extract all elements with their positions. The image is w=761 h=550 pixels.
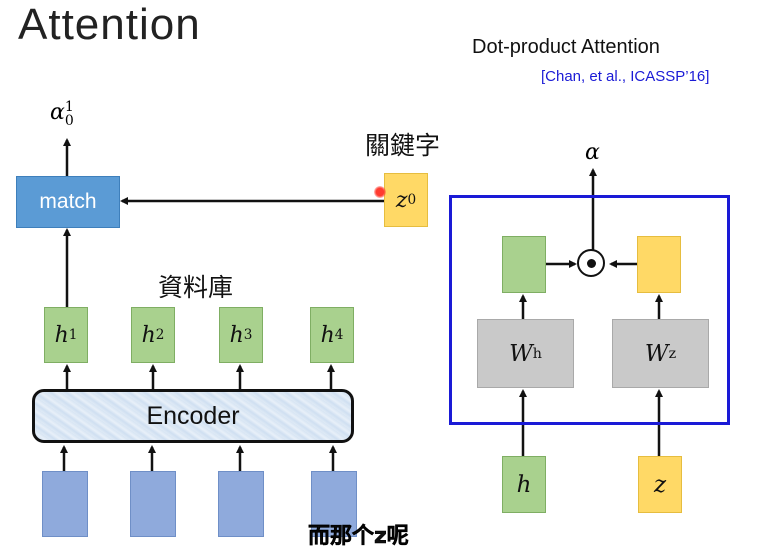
- dot-product-frame: [449, 195, 730, 425]
- video-caption: 而那个z呢: [308, 524, 409, 550]
- alpha-output-label: α 1 0: [50, 99, 74, 129]
- z-input-box: z: [638, 456, 682, 513]
- alpha-label: α: [585, 140, 600, 165]
- match-box: match: [16, 176, 120, 228]
- input-vector-1: [42, 471, 88, 537]
- input-vector-4: [311, 471, 357, 537]
- database-label: 資料庫: [158, 273, 234, 302]
- slide-title: Attention: [18, 0, 201, 49]
- projected-z-box: [637, 236, 681, 293]
- h-input-box: h: [502, 456, 546, 513]
- laser-pointer-icon: [374, 186, 386, 198]
- input-vector-2: [130, 471, 176, 537]
- encoder-block: Encoder: [32, 389, 354, 443]
- projected-h-box: [502, 236, 546, 293]
- citation: [Chan, et al., ICASSP’16]: [541, 68, 710, 85]
- input-vector-3: [218, 471, 264, 537]
- diagram-subtitle: Dot-product Attention: [472, 36, 660, 58]
- dot-product-icon: [577, 249, 605, 277]
- keyword-label: 關鍵字: [365, 131, 441, 160]
